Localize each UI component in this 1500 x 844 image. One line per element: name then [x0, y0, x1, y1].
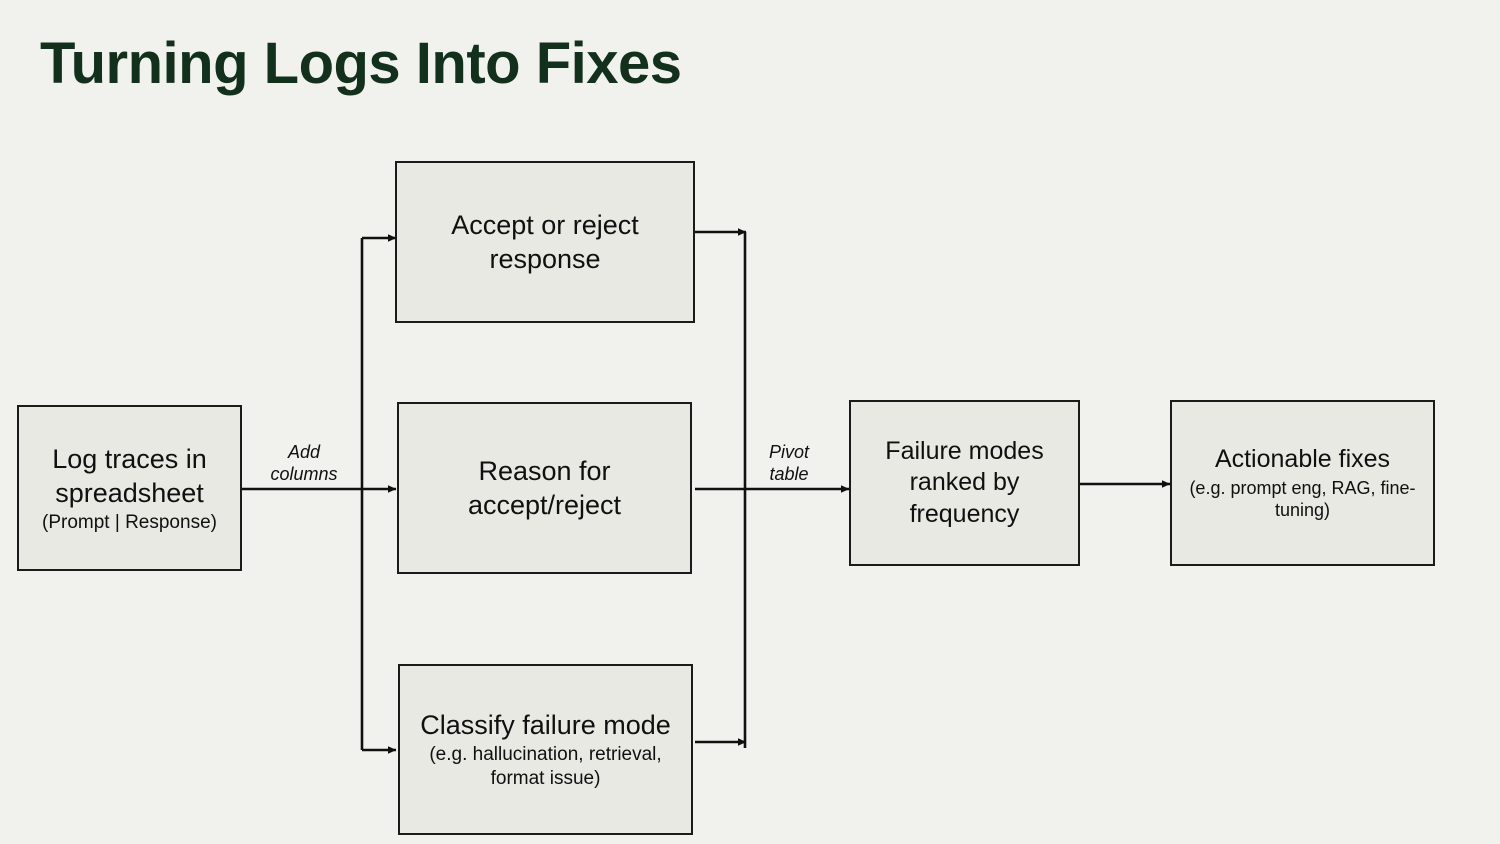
node-accept-reject[interactable]: Accept or reject response	[395, 161, 695, 323]
node-failure-modes[interactable]: Failure modes ranked by frequency	[849, 400, 1080, 566]
node-classify-title: Classify failure mode	[420, 710, 671, 741]
edge-label-add-columns: Add columns	[270, 442, 338, 484]
node-reason[interactable]: Reason for accept/reject	[397, 402, 692, 574]
node-accept-reject-title: Accept or reject response	[451, 209, 639, 274]
node-reason-title: Reason for accept/reject	[467, 455, 622, 520]
page-title: Turning Logs Into Fixes	[40, 31, 682, 96]
node-actionable-fixes-title: Actionable fixes	[1214, 445, 1391, 474]
node-log-traces-title: Log traces in spreadsheet	[52, 443, 207, 508]
node-classify-subtitle: (e.g. hallucination, retrieval, format i…	[429, 744, 662, 789]
node-log-traces-subtitle: (Prompt | Response)	[42, 511, 217, 533]
node-actionable-fixes[interactable]: Actionable fixes (e.g. prompt eng, RAG, …	[1170, 400, 1435, 566]
node-classify[interactable]: Classify failure mode (e.g. hallucinatio…	[398, 664, 693, 835]
node-log-traces[interactable]: Log traces in spreadsheet (Prompt | Resp…	[17, 405, 242, 571]
edge-label-pivot-table: Pivot table	[768, 442, 810, 484]
node-actionable-fixes-subtitle: (e.g. prompt eng, RAG, fine-tuning)	[1189, 477, 1416, 521]
node-failure-modes-title: Failure modes ranked by frequency	[885, 436, 1044, 528]
